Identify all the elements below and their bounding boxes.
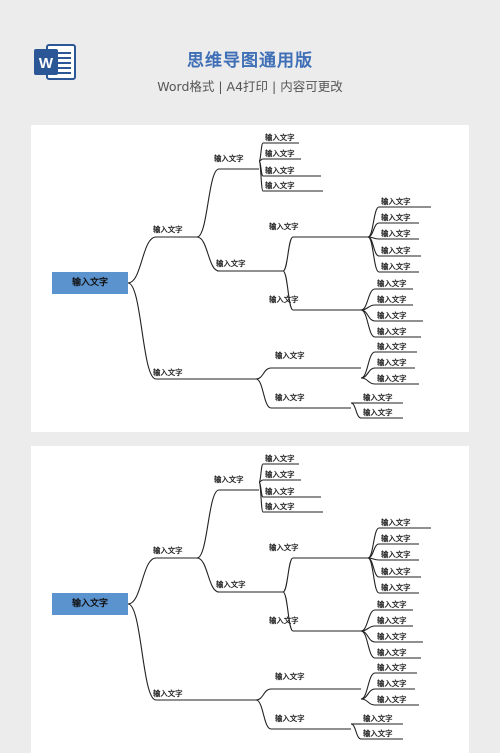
- connector-line: [360, 672, 376, 700]
- connector-line: [127, 236, 157, 284]
- root-node: 输入文字: [52, 593, 128, 615]
- leaf-label: 输入文字: [381, 229, 411, 238]
- leaf-label: 输入文字: [377, 295, 407, 304]
- connector-line: [350, 723, 362, 740]
- connector-line: [282, 236, 294, 272]
- connector-line: [367, 557, 380, 594]
- leaf-label: 输入文字: [381, 246, 411, 255]
- mindmap-page-1: 输入文字输入文字输入文字输入文字输入文字输入文字输入文字输入文字输入文字输入文字…: [31, 125, 469, 432]
- branch-label-level2: 输入文字: [275, 672, 305, 681]
- mindmap-page-2: 输入文字输入文字输入文字输入文字输入文字输入文字输入文字输入文字输入文字输入文字…: [31, 446, 469, 753]
- root-node: 输入文字: [52, 272, 128, 294]
- branch-label-level2: 输入文字: [275, 714, 305, 723]
- leaf-label: 输入文字: [377, 616, 407, 625]
- connector-line: [360, 304, 376, 311]
- branch-label-level1: 输入文字: [153, 689, 183, 698]
- leaf-label: 输入文字: [381, 567, 411, 576]
- leaf-label: 输入文字: [381, 213, 411, 222]
- connector-line: [258, 142, 264, 162]
- leaf-label: 输入文字: [377, 679, 407, 688]
- leaf-label: 输入文字: [363, 714, 393, 723]
- connector-line: [282, 591, 294, 632]
- branch-label-level3: 输入文字: [269, 616, 299, 625]
- connector-line: [258, 160, 264, 192]
- leaf-label: 输入文字: [265, 502, 295, 511]
- leaf-label: 输入文字: [381, 550, 411, 559]
- branch-label-level2: 输入文字: [214, 475, 244, 484]
- leaf-label: 输入文字: [377, 695, 407, 704]
- connector-line: [360, 630, 376, 659]
- leaf-label: 输入文字: [265, 470, 295, 479]
- branch-label-level2: 输入文字: [216, 580, 246, 589]
- branch-label-level3: 输入文字: [269, 543, 299, 552]
- page-title: 思维导图通用版: [187, 51, 313, 71]
- leaf-label: 输入文字: [381, 583, 411, 592]
- branch-label-level2: 输入文字: [214, 154, 244, 163]
- branch-label-level2: 输入文字: [216, 259, 246, 268]
- leaf-label: 输入文字: [377, 279, 407, 288]
- connector-line: [258, 481, 264, 513]
- leaf-label: 输入文字: [381, 534, 411, 543]
- connector-line: [360, 377, 376, 385]
- leaf-label: 输入文字: [377, 327, 407, 336]
- connector-line: [367, 206, 380, 238]
- connector-line: [360, 351, 376, 379]
- branch-label-level3: 输入文字: [269, 295, 299, 304]
- leaf-label: 输入文字: [363, 393, 393, 402]
- leaf-label: 输入文字: [381, 518, 411, 527]
- connector-line: [367, 236, 380, 273]
- connector-line: [196, 236, 220, 272]
- page-subtitle: Word格式 | A4打印 | 内容可更改: [157, 79, 343, 94]
- mindmap-lines: [127, 463, 431, 740]
- connector-line: [255, 699, 272, 730]
- leaf-label: 输入文字: [377, 311, 407, 320]
- leaf-label: 输入文字: [363, 408, 393, 417]
- svg-text:W: W: [39, 55, 54, 72]
- leaf-label: 输入文字: [377, 648, 407, 657]
- header: W 思维导图通用版 Word格式 | A4打印 | 内容可更改: [0, 0, 500, 110]
- branch-label-level1: 输入文字: [153, 225, 183, 234]
- branch-label-level1: 输入文字: [153, 546, 183, 555]
- connector-line: [360, 309, 376, 338]
- connector-line: [196, 557, 220, 593]
- connector-line: [127, 603, 157, 701]
- leaf-label: 输入文字: [381, 262, 411, 271]
- connector-line: [350, 402, 362, 419]
- word-icon: W: [33, 42, 77, 82]
- mindmap-lines: [127, 142, 431, 419]
- connector-line: [360, 698, 376, 706]
- leaf-label: 输入文字: [377, 600, 407, 609]
- connector-line: [282, 557, 294, 593]
- branch-label-level2: 输入文字: [275, 393, 305, 402]
- branch-label-level2: 输入文字: [275, 351, 305, 360]
- connector-line: [127, 557, 157, 605]
- branch-label-level3: 输入文字: [269, 222, 299, 231]
- leaf-label: 输入文字: [265, 181, 295, 190]
- connector-line: [367, 527, 380, 559]
- leaf-label: 输入文字: [265, 149, 295, 158]
- leaf-label: 输入文字: [265, 133, 295, 142]
- connector-line: [255, 367, 272, 380]
- leaf-label: 输入文字: [363, 729, 393, 738]
- connector-line: [196, 168, 220, 238]
- leaf-label: 输入文字: [377, 358, 407, 367]
- connector-line: [258, 463, 264, 483]
- connector-line: [255, 378, 272, 409]
- connector-line: [255, 688, 272, 701]
- leaf-label: 输入文字: [265, 166, 295, 175]
- leaf-label: 输入文字: [377, 374, 407, 383]
- leaf-label: 输入文字: [377, 632, 407, 641]
- leaf-label: 输入文字: [381, 197, 411, 206]
- leaf-label: 输入文字: [265, 454, 295, 463]
- connector-line: [196, 489, 220, 559]
- branch-label-level1: 输入文字: [153, 368, 183, 377]
- leaf-label: 输入文字: [377, 342, 407, 351]
- connector-line: [127, 282, 157, 380]
- leaf-label: 输入文字: [265, 487, 295, 496]
- leaf-label: 输入文字: [377, 663, 407, 672]
- connector-line: [360, 625, 376, 632]
- connector-line: [282, 270, 294, 311]
